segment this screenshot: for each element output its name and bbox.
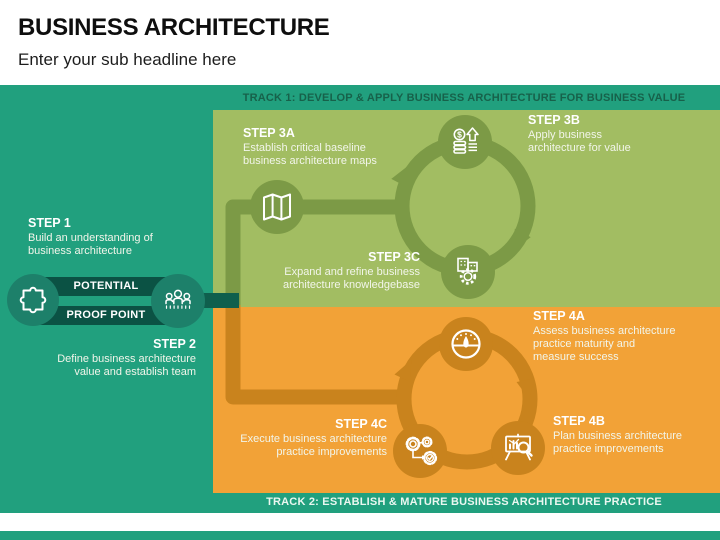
step-3a-desc: Establish critical baseline business arc…	[243, 142, 377, 168]
step-4a-title: STEP 4A	[533, 309, 585, 323]
footer-white-strip	[0, 513, 720, 531]
page-subtitle: Enter your sub headline here	[18, 50, 237, 69]
step-3b-title: STEP 3B	[528, 113, 580, 127]
step-2-desc: Define business architecture value and e…	[57, 353, 196, 379]
step-3a-title: STEP 3A	[243, 126, 295, 140]
dollar-glyph: $	[457, 130, 462, 140]
track2-pipe	[225, 305, 406, 405]
proof-point-label: PROOF POINT	[66, 309, 146, 321]
step-2-block: STEP 2 Define business architecture valu…	[57, 337, 196, 379]
step-4a-desc: Assess business architecture practice ma…	[533, 325, 676, 364]
step-4c-block: STEP 4C Execute business architecture pr…	[240, 417, 387, 459]
track1-banner-label: TRACK 1: DEVELOP & APPLY BUSINESS ARCHIT…	[242, 92, 686, 104]
step-3c-title: STEP 3C	[368, 250, 420, 264]
building-gear-icon	[457, 257, 478, 285]
step-1-desc: Build an understanding of business archi…	[28, 232, 153, 258]
step-4b-block: STEP 4B Plan business architecture pract…	[553, 414, 720, 456]
track1-pipe	[225, 199, 402, 307]
step-3b-desc: Apply business architecture for value	[528, 129, 631, 155]
track2-banner-label: TRACK 2: ESTABLISH & MATURE BUSINESS ARC…	[266, 496, 662, 508]
proof-point-band	[33, 306, 179, 325]
step-4a-block: STEP 4A Assess business architecture pra…	[533, 309, 675, 365]
step3a-circle	[250, 180, 304, 234]
step-2-title: STEP 2	[153, 337, 196, 351]
step-3a-block: STEP 3A Establish critical baseline busi…	[243, 126, 377, 168]
step-1-title: STEP 1	[28, 216, 71, 230]
gears-process-icon	[405, 436, 438, 466]
track1-loop-arrow-up-icon	[391, 165, 409, 188]
potential-circle	[7, 274, 59, 326]
puzzle-icon	[19, 286, 47, 314]
step-1-block: STEP 1 Build an understanding of busines…	[28, 216, 153, 258]
step4c-circle	[393, 424, 447, 478]
folded-map-icon	[263, 193, 291, 221]
step-3c-block: STEP 3C Expand and refine business archi…	[283, 250, 420, 292]
step-3b-block: STEP 3B Apply business architecture for …	[528, 113, 631, 155]
track2-loop-arrow-down-icon	[516, 378, 535, 400]
step-4c-title: STEP 4C	[335, 417, 387, 431]
money-growth-icon: $	[453, 127, 479, 154]
chart-magnifier-icon	[505, 433, 533, 461]
footer-teal-strip	[0, 531, 720, 540]
step-4b-desc: Plan business architecture practice impr…	[553, 430, 683, 456]
proof-point-circle	[151, 274, 205, 328]
track1-loop-arrow-down-icon	[513, 228, 531, 251]
page-title: BUSINESS ARCHITECTURE	[18, 14, 330, 41]
potential-label: POTENTIAL	[73, 280, 139, 292]
gauge-icon	[451, 329, 481, 359]
potential-band	[33, 277, 179, 296]
team-icon	[165, 289, 191, 309]
step-4b-title: STEP 4B	[553, 414, 605, 428]
step-3c-desc: Expand and refine business architecture …	[283, 266, 420, 292]
step-4c-desc: Execute business architecture practice i…	[240, 433, 387, 459]
track2-loop-arrow-up-icon	[394, 360, 412, 383]
